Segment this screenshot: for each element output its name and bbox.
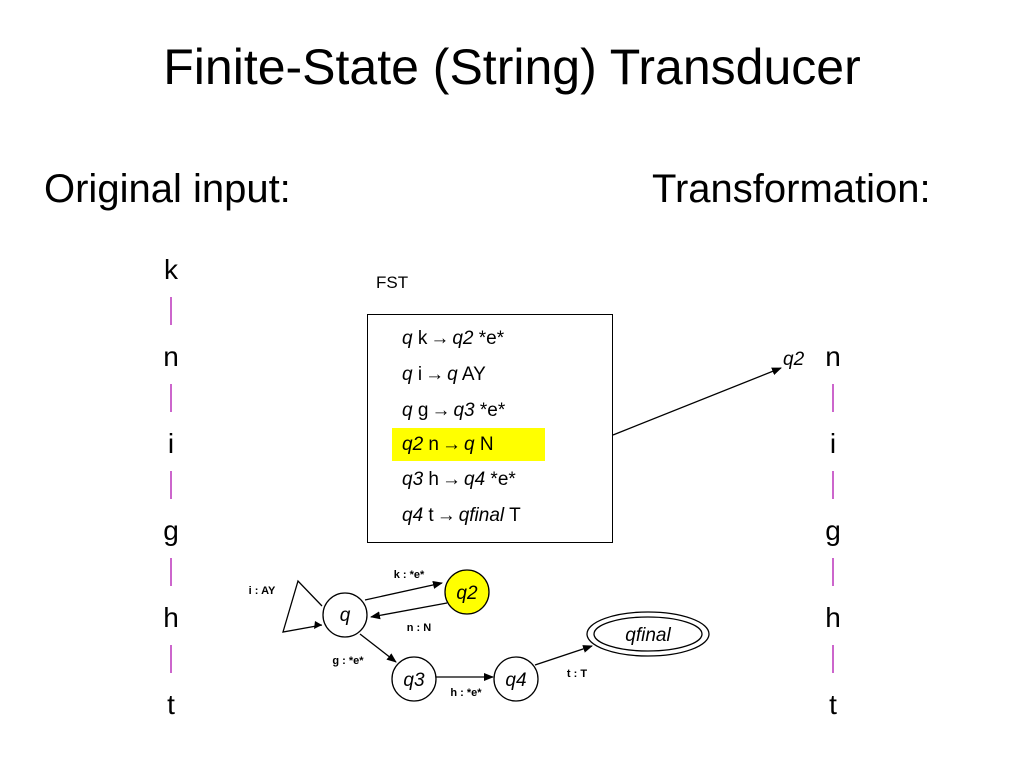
edge-label-q-self: i : AY: [249, 585, 276, 597]
fst-rule: q g→q3 *e*: [402, 398, 505, 424]
state-label-q3: q3: [403, 670, 425, 691]
state-q4: [493, 656, 539, 702]
fst-rule-active: q2 n→q N: [402, 432, 494, 458]
fst-rule: q i→q AY: [402, 362, 486, 388]
input-letter: g: [163, 515, 179, 546]
tape-separator: [170, 558, 172, 586]
tape-separator: [170, 384, 172, 412]
tape-separator: [832, 471, 834, 499]
output-letter: i: [829, 428, 837, 459]
input-letter: i: [167, 428, 175, 459]
self-loop-edge: [282, 579, 323, 633]
state-qfinal-outer: [586, 611, 710, 657]
transformation-heading: Transformation:: [652, 167, 931, 211]
edge-q-q2: [364, 581, 443, 601]
output-letter: h: [825, 602, 841, 633]
edge-q2-q: [370, 602, 448, 620]
input-letter: k: [164, 254, 178, 285]
state-qfinal-inner: [593, 616, 703, 652]
edge-label-q4-qfinal: t : T: [567, 668, 587, 680]
input-letter: h: [163, 602, 179, 633]
state-q: [322, 592, 368, 638]
state-q2: [444, 569, 490, 615]
arrow-icon: →: [442, 469, 461, 490]
edge-label-q3-q4: h : *e*: [450, 687, 482, 699]
tape-separator: [170, 645, 172, 673]
tape-separator: [170, 297, 172, 325]
tape-separator: [832, 558, 834, 586]
arrow-icon: →: [431, 400, 451, 421]
edge-label-q-q3: g : *e*: [332, 655, 364, 667]
fst-rules-box: [367, 314, 613, 543]
edge-q4-qfinal: [534, 645, 593, 666]
arrow-icon: →: [430, 328, 450, 349]
fst-label: FST: [376, 273, 409, 292]
fst-rule: q4 t→qfinal T: [402, 503, 521, 529]
state-label-q: q: [340, 605, 351, 626]
arrow-icon: →: [436, 505, 456, 526]
arrow-icon: →: [442, 434, 461, 455]
state-label-qfinal: qfinal: [625, 625, 671, 646]
tape-separator: [170, 471, 172, 499]
fst-rule: q3 h→q4 *e*: [402, 467, 516, 493]
state-label-q4: q4: [505, 670, 526, 691]
edge-label-q-q2: k : *e*: [394, 569, 425, 581]
output-letter: t: [829, 689, 837, 720]
edge-label-q2-q: n : N: [407, 622, 431, 634]
arrow-icon: →: [425, 364, 445, 385]
transition-pointer-arrow: [612, 367, 782, 436]
output-letter: n: [825, 341, 841, 372]
tape-separator: [832, 645, 834, 673]
current-state-tag: q2: [783, 349, 805, 370]
slide-title: Finite-State (String) Transducer: [163, 39, 861, 95]
output-letter: g: [825, 515, 841, 546]
original-input-heading: Original input:: [44, 167, 291, 211]
state-q3: [391, 656, 437, 702]
input-letter: n: [163, 341, 179, 372]
active-rule-highlight: [392, 428, 545, 461]
self-loop-arrowhead: [314, 621, 322, 629]
fst-rule: q k→q2 *e*: [402, 326, 504, 352]
tape-separator: [832, 384, 834, 412]
input-letter: t: [167, 689, 175, 720]
edge-q-q3: [359, 633, 397, 663]
state-label-q2: q2: [456, 583, 478, 604]
